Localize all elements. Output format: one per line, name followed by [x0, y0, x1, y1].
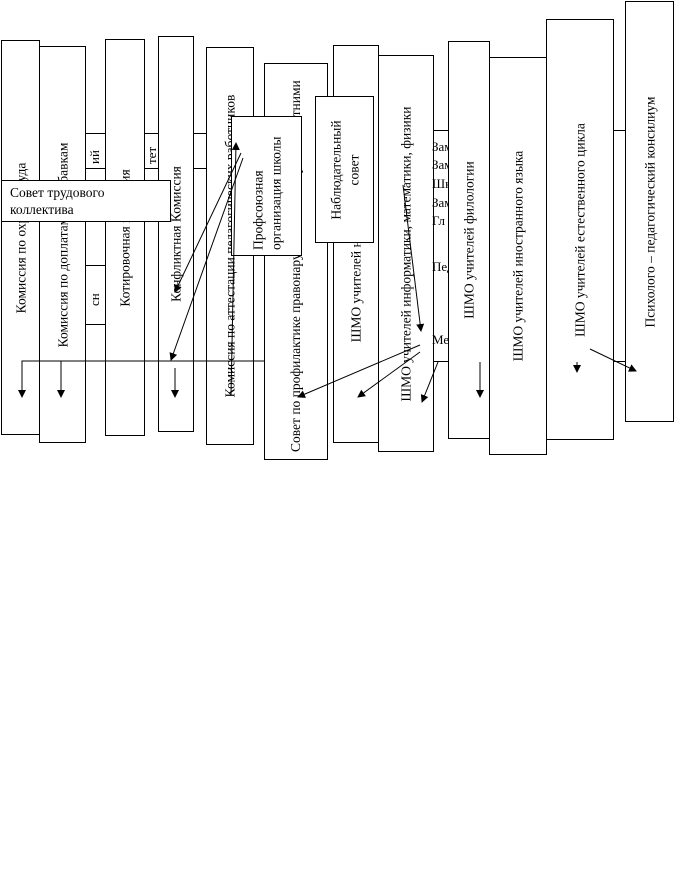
- fragment-ped: Пед: [432, 260, 448, 273]
- fragment-me: Ме: [432, 333, 448, 346]
- smo-philology-box: ШМО учителей филологии: [448, 41, 490, 439]
- labor-council-label: Совет трудового коллектива: [10, 185, 105, 217]
- fragment-zam-1: Зам: [432, 140, 448, 153]
- arrow-to-psych-council: [589, 348, 637, 372]
- arrow-to-smo-math: [420, 361, 439, 403]
- smo-foreign-box: ШМО учителей иностранного языка: [489, 57, 547, 455]
- psych-council-box: Психолого – педагогический консилиум: [625, 1, 674, 422]
- fragment-shk: Шк: [432, 177, 448, 190]
- supervisory-board-box: Наблюдательный совет: [315, 96, 374, 243]
- arrow-math-down: [402, 184, 425, 332]
- commission-bonuses-box: Комиссия по доплатам и надбавкам: [39, 46, 86, 443]
- smo-math-box: ШМО учителей информатики, математики, фи…: [378, 55, 434, 452]
- arrow-to-attestation-up: [230, 142, 240, 396]
- arrow-union-to-conflict-low: [169, 157, 244, 361]
- trade-union-box: Профсоюзная организация школы: [231, 116, 302, 256]
- quota-commission-box: Котировочная комиссия: [105, 39, 145, 436]
- arrow-to-labor-commission: [18, 360, 264, 398]
- arrow-to-prevention-council: [297, 344, 421, 398]
- arrow-union-to-conflict: [174, 152, 242, 293]
- fragment-zam-2: Зам: [432, 158, 448, 171]
- labor-council-box: Совет трудового коллектива: [1, 180, 171, 222]
- conflict-commission-box: Конфликтная Комиссия: [158, 36, 194, 432]
- arrow-to-smo-primary: [357, 351, 421, 398]
- fragment-gl: Гл: [432, 214, 446, 227]
- fragment-zam-3: Зам: [432, 196, 448, 209]
